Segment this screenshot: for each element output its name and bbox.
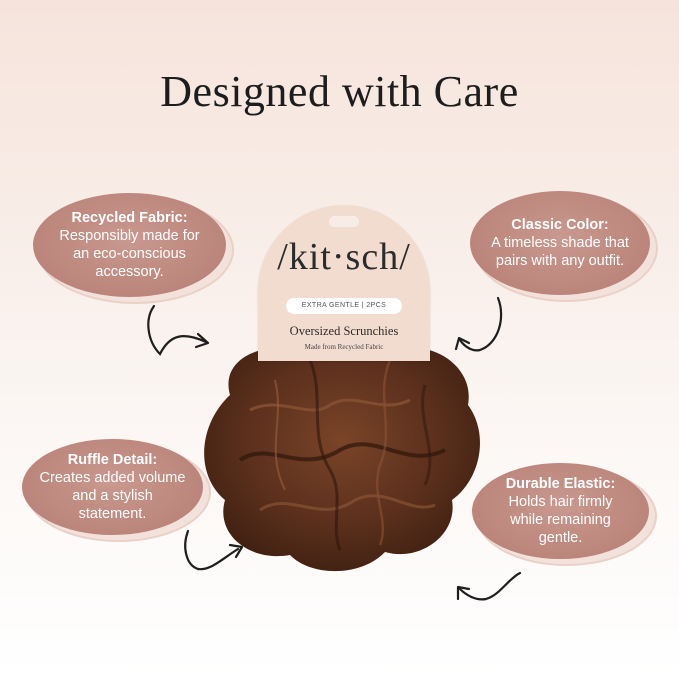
arrow-color-icon	[454, 296, 503, 352]
callout-line: an eco-conscious	[73, 246, 186, 262]
callout-classic-color: Classic Color: A timeless shade that pai…	[470, 191, 650, 295]
callout-title: Durable Elastic:	[505, 476, 616, 492]
callout-line: gentle.	[538, 530, 583, 546]
callout-durable-elastic: Durable Elastic: Holds hair firmly while…	[472, 463, 649, 559]
packaging-card: /kit·sch/ EXTRA GENTLE | 2PCS Oversized …	[258, 205, 430, 361]
callout-line: while remaining	[510, 512, 611, 528]
callout-line: statement.	[78, 506, 147, 522]
callout-title: Ruffle Detail:	[67, 452, 158, 468]
headline: Designed with Care	[160, 67, 519, 116]
callout-line: A timeless shade that	[491, 235, 629, 251]
brand-logo: /kit·sch/	[277, 236, 411, 278]
arrow-recycled-icon	[147, 304, 210, 356]
arrow-ruffle-icon	[184, 529, 244, 571]
callout-title: Recycled Fabric:	[71, 210, 188, 226]
product-subtitle: Made from Recycled Fabric	[304, 343, 384, 351]
callout-line: Creates added volume	[39, 470, 186, 486]
callout-ruffle-detail: Ruffle Detail: Creates added volume and …	[22, 439, 203, 535]
callout-title: Classic Color:	[511, 217, 609, 233]
callout-line: and a stylish	[72, 488, 153, 504]
hang-hole	[329, 216, 359, 227]
product-name: Oversized Scrunchies	[289, 324, 399, 338]
tag-pill: EXTRA GENTLE | 2PCS	[286, 298, 402, 314]
scrunchie-image	[204, 334, 480, 572]
callout-line: accessory.	[95, 264, 164, 280]
callout-line: Holds hair firmly	[508, 494, 613, 510]
arrow-elastic-icon	[456, 571, 522, 601]
callout-recycled-fabric: Recycled Fabric: Responsibly made for an…	[33, 193, 226, 297]
callout-line: pairs with any outfit.	[495, 253, 625, 269]
callout-line: Responsibly made for	[59, 228, 200, 244]
